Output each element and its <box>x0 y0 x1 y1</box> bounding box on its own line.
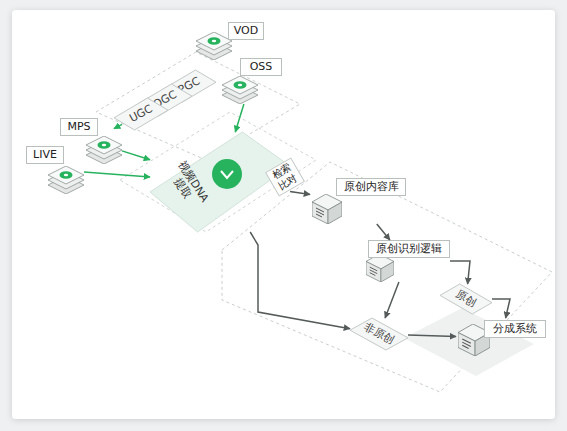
node: OSS <box>220 58 282 104</box>
extract-icon-mark <box>221 171 233 178</box>
connector <box>492 299 510 318</box>
library-icon <box>312 194 342 224</box>
node-label: LIVE <box>27 147 63 163</box>
card <box>12 10 555 419</box>
connector <box>250 232 350 329</box>
node: UGC <box>114 98 168 130</box>
node-label: MPS <box>61 119 97 135</box>
result-area-outline <box>222 162 552 392</box>
connector <box>122 151 150 160</box>
connector <box>290 192 310 195</box>
edge-label: 检索 比对 <box>265 157 305 196</box>
live-icon <box>48 166 84 194</box>
node: 非原创 <box>350 318 408 350</box>
connector <box>385 282 399 318</box>
node: LIVE <box>26 146 84 194</box>
connector <box>84 172 150 177</box>
node: 原创内容库 <box>310 178 406 224</box>
node-label: 原创内容库 <box>337 179 405 195</box>
connector <box>235 104 244 132</box>
node-label: 分成系统 <box>485 321 545 337</box>
connector <box>450 261 470 284</box>
label-box: 原创识别逻辑 <box>368 240 450 258</box>
label-box: 分成系统 <box>484 320 546 338</box>
node: 原创 <box>440 284 492 314</box>
connector <box>408 335 456 337</box>
label-box: VOD <box>228 22 264 40</box>
extract-icon <box>212 159 242 189</box>
label-box: MPS <box>60 118 98 136</box>
shape-outline <box>150 132 290 232</box>
oss-icon <box>222 76 258 104</box>
label-box: 原创内容库 <box>336 178 406 196</box>
node: 视频DNA 提取 <box>150 132 290 232</box>
label-box: LIVE <box>26 146 64 164</box>
source-group-outline <box>96 52 300 160</box>
mps-icon <box>86 136 122 164</box>
extract-outline <box>120 112 316 232</box>
connector <box>114 124 122 128</box>
node-label: 原创识别逻辑 <box>369 241 449 257</box>
connector <box>377 224 390 240</box>
logic-icon <box>366 254 394 282</box>
node: 原创识别逻辑 <box>364 240 450 282</box>
node: MPS <box>60 118 122 164</box>
node-label: VOD <box>229 23 263 39</box>
extract-band <box>150 132 290 232</box>
node-label: OSS <box>241 59 281 75</box>
label-box: OSS <box>240 58 282 76</box>
vod-icon <box>196 32 232 60</box>
base-plate <box>404 308 534 376</box>
node: VOD <box>196 22 266 60</box>
node: 分成系统 <box>456 318 546 358</box>
